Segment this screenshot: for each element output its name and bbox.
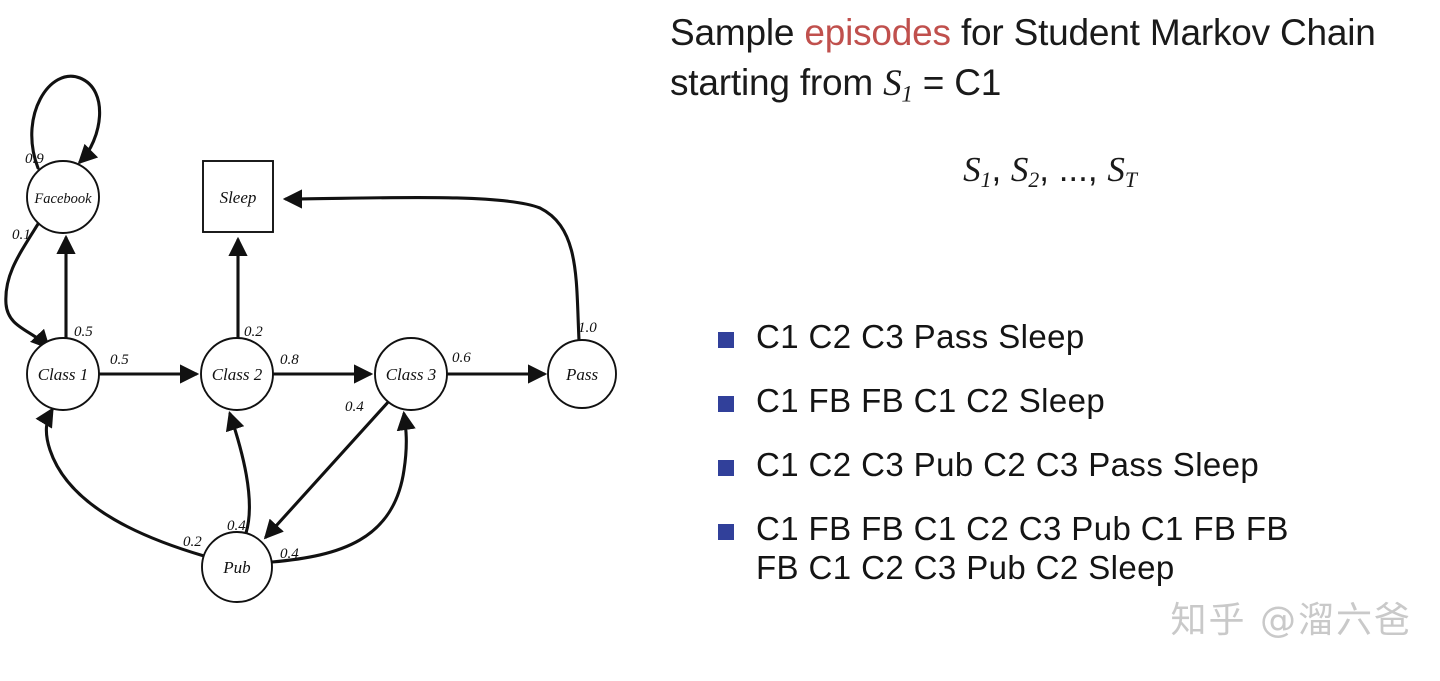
edge-label-class2-sleep: 0.2 <box>244 324 263 340</box>
sequence-sT: S <box>1107 150 1125 189</box>
edge-facebook-facebook <box>30 74 102 170</box>
edge-label-class3-pub: 0.4 <box>345 399 364 415</box>
edge-label-facebook-facebook: 0.9 <box>25 151 44 167</box>
edge-facebook-class1 <box>4 222 51 350</box>
node-class3[interactable]: Class 3 <box>374 337 448 411</box>
episode-text: C1 FB FB C1 C2 C3 Pub C1 FB FB <box>756 509 1289 547</box>
bullet-square-icon <box>718 332 734 348</box>
edge-label-class1-facebook: 0.5 <box>74 324 93 340</box>
node-pub-circle <box>201 531 273 603</box>
node-class2-circle <box>200 337 274 411</box>
edge-label-pass-sleep: 1.0 <box>578 320 597 336</box>
headline-math-value: C1 <box>954 62 1002 104</box>
edge-label-facebook-class1: 0.1 <box>12 227 31 243</box>
edge-label-class1-class2: 0.5 <box>110 352 129 368</box>
headline-accent-episodes: episodes <box>804 12 951 53</box>
node-pub-label: Pub <box>222 558 250 577</box>
edge-pass-sleep <box>282 189 581 342</box>
list-item[interactable]: C1 C2 C3 Pub C2 C3 Pass Sleep <box>710 446 1440 485</box>
list-item[interactable]: C1 FB FB C1 C2 Sleep <box>710 382 1440 421</box>
state-sequence-formula: S1, S2, ..., ST <box>660 150 1440 193</box>
headline-middle: for Student Markov Chain starting from <box>670 12 1376 104</box>
list-item[interactable]: C1 C2 C3 Pass Sleep <box>710 318 1440 357</box>
page-title: Sample episodes for Student Markov Chain… <box>670 8 1430 110</box>
edge-pub-class3 <box>270 410 416 564</box>
edge-label-class2-class3: 0.8 <box>280 352 299 368</box>
episode-text: C1 C2 C3 Pass Sleep <box>756 318 1085 355</box>
episode-text-continued: FB C1 C2 C3 Pub C2 Sleep <box>756 548 1175 586</box>
headline-math-symbol: S <box>883 63 902 105</box>
node-class2-label: Class 2 <box>212 365 263 384</box>
headline-math-subscript: 1 <box>901 81 913 107</box>
sequence-s2: S <box>1010 150 1029 189</box>
list-item[interactable]: C1 FB FB C1 C2 C3 Pub C1 FB FB FB C1 C2 … <box>710 510 1440 588</box>
node-class1-circle <box>26 337 100 411</box>
node-pub[interactable]: Pub <box>201 531 273 603</box>
node-class1-label: Class 1 <box>38 365 89 384</box>
node-class2[interactable]: Class 2 <box>200 337 274 411</box>
sequence-sub-1: 1 <box>980 168 992 193</box>
node-sleep-label: Sleep <box>220 188 257 207</box>
edge-class3-pub <box>263 398 392 540</box>
episode-text: C1 C2 C3 Pub C2 C3 Pass Sleep <box>756 445 1260 483</box>
sequence-sep-1: , <box>991 150 1011 189</box>
content-panel: Sample episodes for Student Markov Chain… <box>660 0 1440 681</box>
markov-chain-svg: Facebook Sleep Class 1 Class 2 Class 3 P… <box>4 74 617 603</box>
edge-label-pub-class3: 0.4 <box>280 546 299 562</box>
edge-pub-class2 <box>225 410 251 535</box>
episode-text: C1 FB FB C1 C2 Sleep <box>756 381 1106 419</box>
sequence-s1: S <box>963 150 981 189</box>
sequence-sep-2: , ..., <box>1039 150 1108 189</box>
node-pass-circle <box>547 339 617 409</box>
node-facebook-circle <box>26 160 100 234</box>
node-class3-circle <box>374 337 448 411</box>
edge-label-class3-pass: 0.6 <box>452 350 471 366</box>
node-pass-label: Pass <box>565 365 599 384</box>
node-facebook[interactable]: Facebook <box>26 160 100 234</box>
edge-pub-class1 <box>35 407 206 558</box>
sequence-sub-2: 2 <box>1028 168 1040 193</box>
episode-list: C1 C2 C3 Pass Sleep C1 FB FB C1 C2 Sleep… <box>710 318 1440 613</box>
edge-label-pub-class2: 0.4 <box>227 518 246 534</box>
headline-math-equals: = <box>912 62 955 104</box>
bullet-square-icon <box>718 523 734 540</box>
node-class1[interactable]: Class 1 <box>26 337 100 411</box>
node-pass[interactable]: Pass <box>547 339 617 409</box>
bullet-square-icon <box>718 459 734 476</box>
node-class3-label: Class 3 <box>386 365 437 384</box>
markov-chain-diagram: Facebook Sleep Class 1 Class 2 Class 3 P… <box>0 0 660 681</box>
node-sleep[interactable]: Sleep <box>202 160 274 233</box>
edge-label-pub-class1: 0.2 <box>183 534 202 550</box>
headline-prefix: Sample <box>670 12 805 53</box>
bullet-square-icon <box>718 395 734 412</box>
node-sleep-square <box>202 160 274 233</box>
node-facebook-label: Facebook <box>33 191 92 207</box>
sequence-sub-T: T <box>1124 168 1137 193</box>
